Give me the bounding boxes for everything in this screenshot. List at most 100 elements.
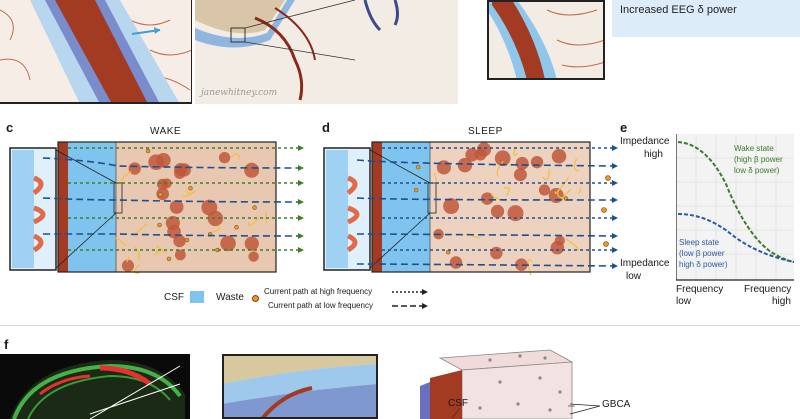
legend-csf-label: CSF xyxy=(164,292,184,303)
tissue-cell xyxy=(507,205,524,222)
info-box: Increased EEG δ power xyxy=(612,0,800,37)
panel-label-c: c xyxy=(6,120,14,135)
legend-csf-swatch xyxy=(190,291,204,303)
sleep-label-1: Sleep state xyxy=(679,238,720,247)
astrocyte-process xyxy=(496,160,504,177)
top-right-vessel-panel xyxy=(487,0,605,80)
waste-particle xyxy=(415,164,421,170)
tissue-cell xyxy=(121,259,135,272)
panel-f-zoom xyxy=(222,354,378,419)
sleep-curve xyxy=(677,213,795,263)
f-gbca-label: GBCA xyxy=(602,399,631,410)
e-xleft-1: Frequency xyxy=(676,284,724,295)
tissue-cell xyxy=(515,258,528,271)
astrocyte-process xyxy=(153,251,160,256)
tissue-cell xyxy=(474,148,487,161)
astrocyte-process xyxy=(577,187,582,195)
legend-waste-label: Waste xyxy=(216,292,244,303)
astrocyte-process xyxy=(247,217,260,227)
panel-f-cube: CSF xyxy=(400,348,575,419)
astrocyte-process xyxy=(230,153,240,160)
astrocyte-process xyxy=(503,187,510,196)
top-center-brain-panel: janewhitney.com xyxy=(195,0,458,104)
waste-particle xyxy=(234,225,239,230)
tissue-cell xyxy=(201,199,218,216)
waste-particle xyxy=(184,237,190,243)
astrocyte-process xyxy=(155,245,166,253)
panel-f-mri xyxy=(0,354,190,419)
tissue-cell xyxy=(481,192,494,205)
wake-label-1: Wake state xyxy=(734,144,774,153)
tissue-cell xyxy=(156,187,170,201)
panel-label-e: e xyxy=(620,120,628,135)
tissue-cell xyxy=(218,151,231,164)
tissue-cell xyxy=(174,249,186,261)
e-xright-1: Frequency xyxy=(744,284,792,295)
astrocyte-process xyxy=(573,158,580,172)
top-left-vessel-panel xyxy=(0,0,192,104)
panel-title-sleep: SLEEP xyxy=(468,126,503,137)
waste-particle xyxy=(157,222,162,228)
wake-curve xyxy=(677,141,795,263)
e-ybot-2: low xyxy=(626,271,642,282)
info-box-text: Increased EEG δ power xyxy=(620,4,737,16)
tissue-cell xyxy=(436,160,451,175)
astrocyte-process xyxy=(557,189,564,199)
tissue-cell xyxy=(551,148,567,164)
astrocyte-process xyxy=(542,168,550,181)
tissue-cell xyxy=(530,155,544,169)
astrocyte-process xyxy=(513,148,518,156)
waste-particle xyxy=(252,205,257,210)
tissue-cell xyxy=(449,256,463,269)
astrocyte-process xyxy=(134,246,140,261)
wake-label-2: (high β power xyxy=(734,155,783,164)
legend-high-freq-line xyxy=(392,289,428,295)
sleep-label-2: (low β power xyxy=(679,249,725,258)
tissue-cell xyxy=(494,150,511,167)
tissue-cell xyxy=(173,234,186,248)
waste-particle xyxy=(158,192,163,197)
waste-particle xyxy=(145,148,151,154)
panel-title-wake: WAKE xyxy=(150,126,182,137)
tissue-cell xyxy=(490,204,505,219)
tissue-cell xyxy=(128,162,141,175)
tissue-cell xyxy=(548,188,564,204)
sleep-label-3: high δ power) xyxy=(679,260,728,269)
astrocyte-process xyxy=(188,189,197,196)
astrocyte-process xyxy=(209,224,221,234)
e-xright-2: high xyxy=(772,296,791,307)
e-xleft-2: low xyxy=(676,296,692,307)
astrocyte-process xyxy=(559,188,572,202)
panel-label-d: d xyxy=(322,120,330,135)
astrocyte-process xyxy=(114,237,127,247)
legend-waste-swatch xyxy=(252,295,259,302)
tissue-cell xyxy=(515,156,529,170)
tissue-cell xyxy=(156,153,171,168)
tissue-cell xyxy=(490,246,503,260)
panel-c-diagram xyxy=(8,138,308,278)
waste-particle xyxy=(166,256,172,262)
astrocyte-process xyxy=(126,256,130,263)
tissue-cell xyxy=(538,184,551,196)
legend: CSF Waste Current path at high frequency… xyxy=(160,286,460,316)
f-gbca-pointer xyxy=(569,403,601,415)
f-csf-label: CSF xyxy=(448,398,468,409)
wake-label-3: low δ power) xyxy=(734,166,780,175)
waste-particle xyxy=(188,186,193,191)
legend-low-freq-label: Current path at low frequency xyxy=(268,301,373,310)
tissue-cell xyxy=(165,215,180,231)
tissue-cell xyxy=(157,178,168,190)
legend-high-freq-label: Current path at high frequency xyxy=(264,287,373,296)
e-ytop-1: Impedance xyxy=(620,136,670,147)
tissue-cell xyxy=(443,198,460,215)
watermark: janewhitney.com xyxy=(201,88,278,98)
waste-particle xyxy=(413,187,419,193)
tissue-cell xyxy=(174,167,186,179)
panel-d-diagram xyxy=(322,138,622,278)
tissue-cell xyxy=(457,157,473,173)
e-ytop-2: high xyxy=(644,149,663,160)
astrocyte-process xyxy=(134,264,140,274)
panel-e-plot: Wake state (high β power low δ power) Sl… xyxy=(676,134,796,284)
tissue-cell xyxy=(244,162,260,178)
e-ybot-1: Impedance xyxy=(620,258,670,269)
